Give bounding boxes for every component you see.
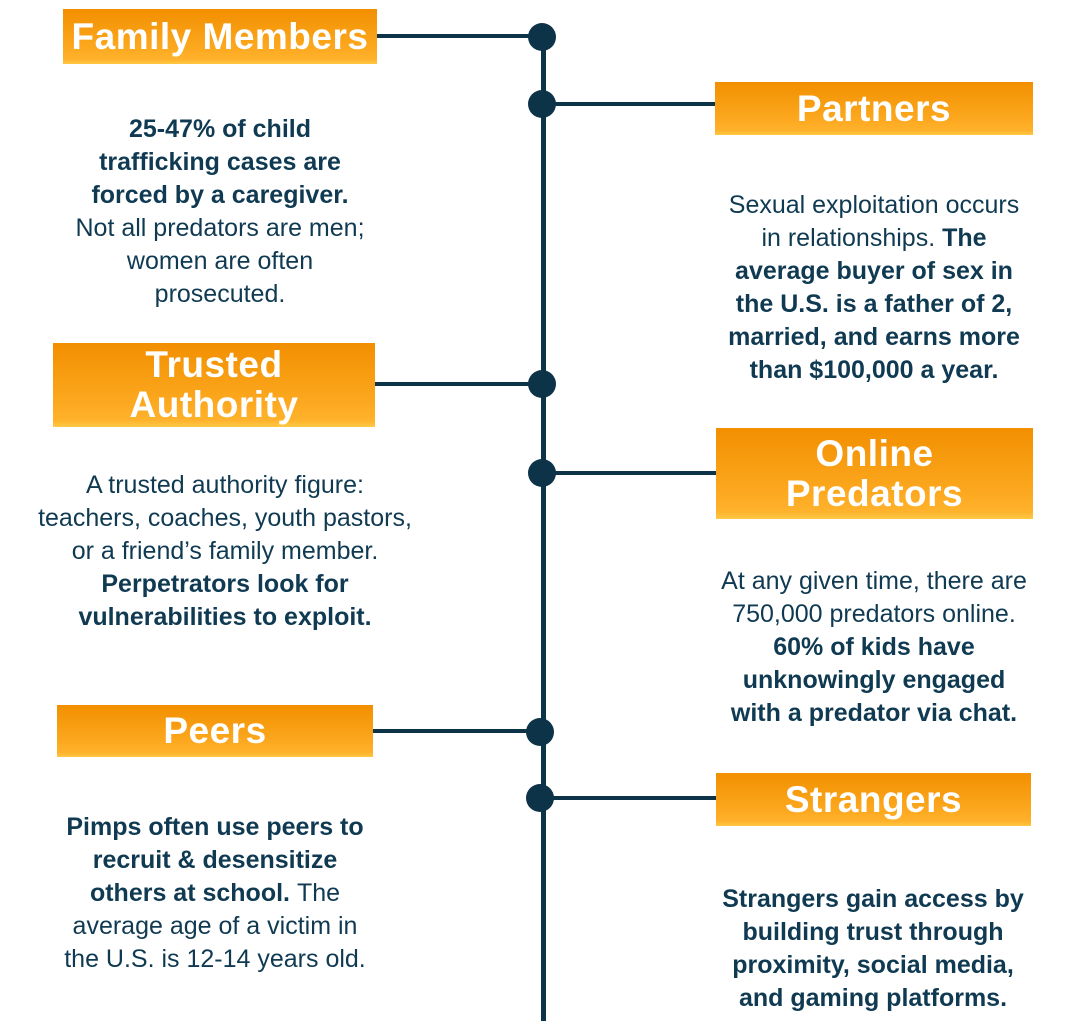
section-title-strangers: Strangers — [784, 778, 963, 820]
section-title-trusted-authority: Trusted Authority — [129, 344, 299, 425]
connector-partners — [542, 102, 717, 106]
section-body-trusted-authority: A trusted authority figure: teachers, co… — [0, 436, 450, 634]
body-segment-bold: Pimps often use peers to recruit & desen… — [66, 813, 364, 907]
section-body-partners: Sexual exploitation occurs in relationsh… — [664, 156, 1080, 387]
timeline-dot-trusted-authority — [528, 370, 556, 398]
timeline-dot-partners — [528, 90, 556, 118]
title-box-peers: Peers — [57, 705, 373, 757]
body-segment-regular: The average age of a victim in the U.S. … — [64, 879, 366, 973]
timeline-dot-family-members — [528, 23, 556, 51]
connector-trusted-authority — [373, 382, 545, 386]
body-segment-regular: Not all predators are men; women are oft… — [75, 214, 365, 308]
body-segment-regular: At any given time, there are 750,000 pre… — [721, 567, 1027, 628]
title-box-partners: Partners — [715, 82, 1033, 135]
section-title-online-predators: Online Predators — [785, 432, 964, 514]
body-segment-regular: A trusted authority figure: teachers, co… — [38, 471, 412, 565]
title-box-family-members: Family Members — [63, 9, 377, 64]
connector-peers — [371, 729, 545, 733]
body-segment-bold: 25-47% of child trafficking cases are fo… — [91, 115, 349, 209]
title-box-strangers: Strangers — [716, 773, 1031, 826]
section-body-family-members: 25-47% of child trafficking cases are fo… — [20, 80, 420, 311]
connector-online-predators — [542, 471, 718, 475]
title-box-trusted-authority: Trusted Authority — [53, 343, 375, 427]
timeline-spine — [541, 36, 546, 1021]
title-box-online-predators: Online Predators — [716, 428, 1033, 519]
section-body-online-predators: At any given time, there are 750,000 pre… — [654, 532, 1080, 730]
body-segment-bold: Strangers gain access by building trust … — [722, 885, 1024, 1012]
section-body-peers: Pimps often use peers to recruit & desen… — [15, 778, 415, 976]
section-body-strangers: Strangers gain access by building trust … — [663, 850, 1080, 1015]
body-segment-bold: The average buyer of sex in the U.S. is … — [728, 224, 1020, 384]
body-segment-regular: Sexual exploitation occurs in relationsh… — [728, 191, 1020, 252]
timeline-dot-peers — [526, 718, 554, 746]
connector-strangers — [542, 796, 718, 800]
section-title-peers: Peers — [163, 710, 267, 751]
timeline-dot-online-predators — [528, 459, 556, 487]
section-title-partners: Partners — [796, 87, 952, 129]
section-title-family-members: Family Members — [71, 15, 369, 57]
body-segment-bold: Perpetrators look for vulnerabilities to… — [78, 570, 372, 631]
connector-family-members — [375, 34, 545, 38]
timeline-dot-strangers — [526, 784, 554, 812]
body-segment-bold: 60% of kids have unknowingly engaged wit… — [730, 633, 1018, 727]
